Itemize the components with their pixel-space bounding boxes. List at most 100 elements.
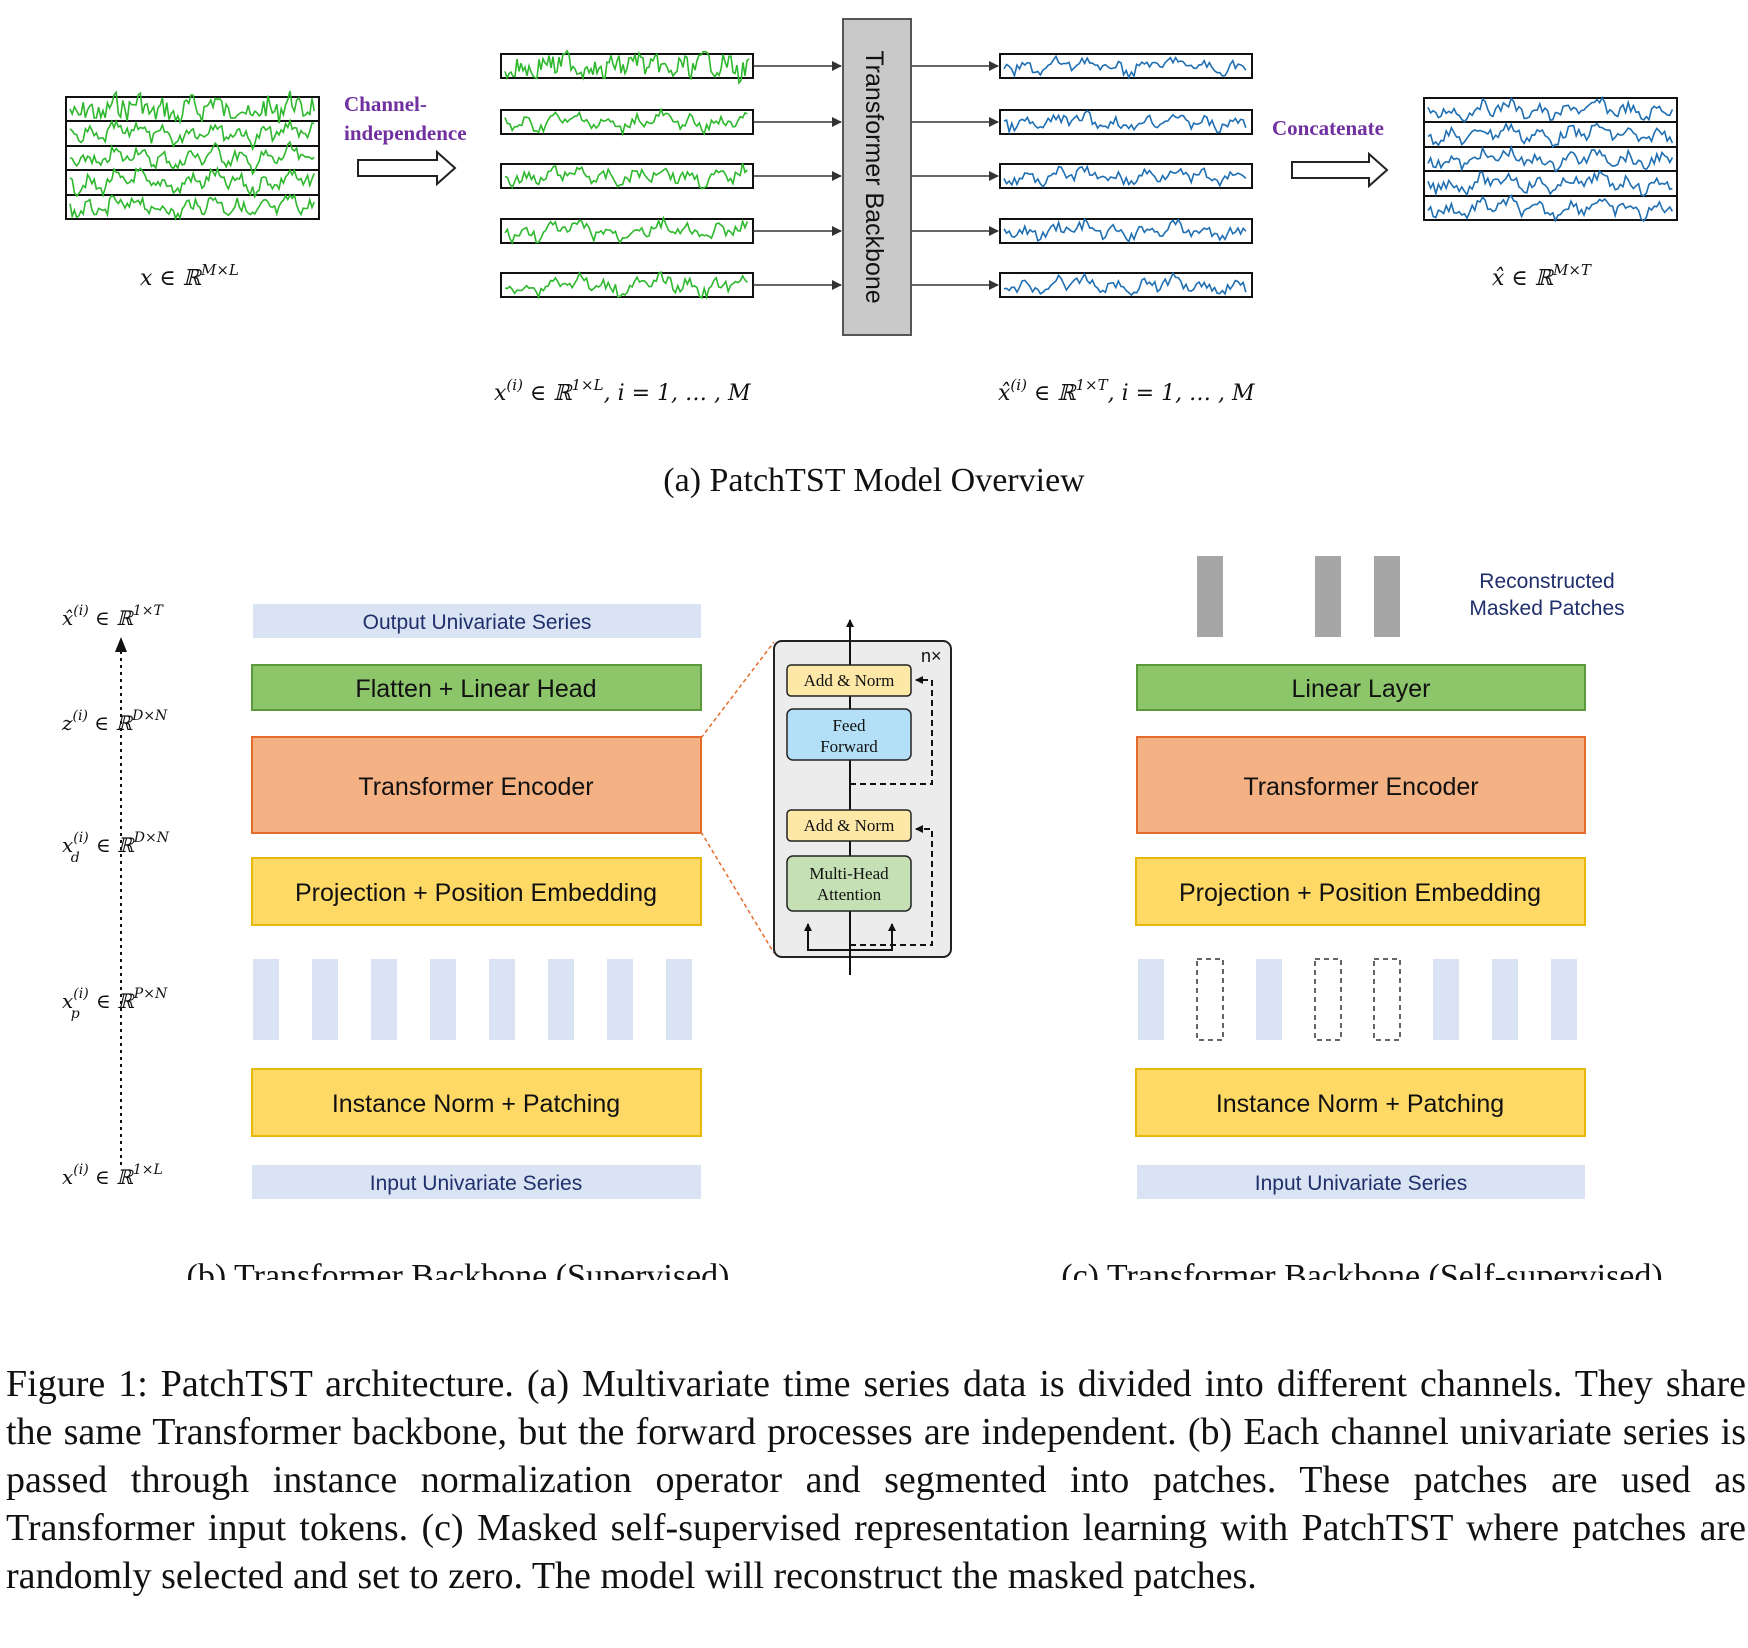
- output-univariate-series-bar: [253, 604, 701, 638]
- output-univariate-series-label: Output Univariate Series: [363, 611, 592, 634]
- output-channel-line: [1003, 217, 1247, 244]
- patch: [1433, 959, 1459, 1040]
- reconstructed-patches: [1197, 556, 1400, 637]
- residual-path-top: [850, 676, 933, 785]
- dimension-label: x̂(i) ∈ ℝ1×T: [62, 603, 164, 630]
- output-series-line: [1427, 194, 1674, 223]
- panel-c-subcaption: (c) Transformer Backbone (Self-supervise…: [1061, 1258, 1662, 1280]
- projection-embedding-block: [251, 857, 702, 926]
- output-series-line: [1427, 95, 1674, 123]
- patch: [430, 959, 456, 1040]
- c-input-univariate-series-bar: [1137, 1165, 1585, 1199]
- concatenate-arrow: [1291, 151, 1389, 189]
- output-channel-box: [999, 53, 1253, 79]
- input-series-line: [69, 90, 315, 125]
- reconstructed-patch: [1374, 556, 1400, 637]
- dimension-label: x(i)p ∈ ℝP×N: [62, 986, 168, 1022]
- input-univariate-series-label: Input Univariate Series: [370, 1172, 582, 1195]
- linear-layer-label: Linear Layer: [1292, 675, 1431, 703]
- transformer-encoder-block: [251, 736, 702, 834]
- c-transformer-encoder-block: [1136, 736, 1586, 834]
- output-channel-box: [999, 272, 1253, 298]
- feed-forward-box: [786, 708, 912, 761]
- output-multivariate-block: [1423, 95, 1678, 223]
- encoder-detail: n× Add & Norm Feed Forward Add & Norm Mu…: [700, 619, 952, 975]
- dimension-label: x(i)d ∈ ℝD×N: [62, 830, 170, 866]
- output-channel-series: [911, 53, 1253, 298]
- input-series-line: [69, 140, 315, 176]
- encoder-repeat-label: n×: [921, 646, 942, 666]
- masked-patch: [1373, 958, 1401, 1041]
- channel-independence-arrow: [357, 149, 457, 187]
- patch: [371, 959, 397, 1040]
- patch: [666, 959, 692, 1040]
- masked-patch: [1314, 958, 1342, 1041]
- input-series-line: [69, 165, 315, 199]
- patch: [548, 959, 574, 1040]
- add-norm-top-label: Add & Norm: [804, 671, 895, 690]
- panel-a-overview: x ∈ ℝM×L Channel- independence Transform…: [65, 18, 1678, 499]
- channel-independence-label-1: Channel-: [344, 92, 427, 116]
- patch: [253, 959, 279, 1040]
- c-projection-embedding-block: [1135, 857, 1586, 926]
- transformer-encoder-label: Transformer Encoder: [358, 773, 593, 801]
- patch: [1551, 959, 1577, 1040]
- masked-patch: [1196, 958, 1224, 1041]
- add-norm-bottom-label: Add & Norm: [804, 816, 895, 835]
- add-norm-bottom-box: [786, 809, 912, 842]
- dimension-labels: x̂(i) ∈ ℝ1×T z(i) ∈ ℝD×N x(i)d ∈ ℝD×N x(i)p…: [61, 603, 170, 1189]
- panel-b-supervised: x̂(i) ∈ ℝ1×T z(i) ∈ ℝD×N x(i)d ∈ ℝD×N x(i)p…: [61, 603, 729, 1280]
- figure-caption: Figure 1: PatchTST architecture. (a) Mul…: [6, 1363, 1746, 1597]
- dimension-label: x(i) ∈ ℝ1×L: [62, 1162, 163, 1189]
- feed-forward-label-2: Forward: [820, 737, 878, 756]
- output-series-waves: [1427, 95, 1674, 223]
- reconstructed-patch: [1315, 556, 1341, 637]
- output-shape-label: x̂ ∈ ℝM×T: [1492, 261, 1592, 291]
- zoom-line-bottom: [700, 831, 775, 954]
- input-channel-line: [504, 107, 748, 137]
- input-univariate-series-bar: [252, 1165, 701, 1199]
- dimension-label: z(i) ∈ ℝD×N: [61, 708, 168, 735]
- patch: [607, 959, 633, 1040]
- attention-label-2: Attention: [817, 885, 882, 904]
- patchtst-figure: x ∈ ℝM×L Channel- independence Transform…: [61, 18, 1678, 1280]
- input-shape-label: x ∈ ℝM×L: [140, 261, 239, 291]
- output-channel-line: [1003, 54, 1247, 80]
- input-channel-series: [500, 49, 842, 301]
- input-channel-line: [504, 270, 748, 301]
- output-channel-line: [1003, 164, 1247, 189]
- channel-input-shape-label: x(i) ∈ ℝ1×L, i = 1, … , M: [494, 376, 751, 406]
- projection-embedding-label: Projection + Position Embedding: [295, 879, 657, 907]
- input-series-line: [69, 118, 315, 152]
- input-channel-box: [500, 218, 754, 244]
- c-instance-norm-patching-label: Instance Norm + Patching: [1216, 1090, 1504, 1118]
- output-channel-line: [1003, 271, 1247, 297]
- patch: [1492, 959, 1518, 1040]
- reconstructed-patch: [1197, 556, 1223, 637]
- output-series-line: [1427, 169, 1673, 197]
- feed-forward-label-1: Feed: [832, 716, 866, 735]
- patch: [1256, 959, 1282, 1040]
- attention-input-left: [804, 923, 850, 951]
- input-series-line: [69, 193, 315, 221]
- channel-independence-label-2: independence: [344, 121, 467, 145]
- input-patches: [253, 959, 692, 1040]
- zoom-line-top: [700, 641, 775, 739]
- patch: [312, 959, 338, 1040]
- c-transformer-encoder-label: Transformer Encoder: [1243, 773, 1478, 801]
- c-instance-norm-patching-block: [1135, 1068, 1586, 1137]
- c-input-univariate-series-label: Input Univariate Series: [1255, 1172, 1467, 1195]
- input-series-waves: [69, 90, 315, 221]
- output-series-line: [1427, 144, 1674, 173]
- flatten-linear-head-label: Flatten + Linear Head: [355, 675, 596, 703]
- instance-norm-patching-block: [251, 1068, 702, 1137]
- instance-norm-patching-label: Instance Norm + Patching: [332, 1090, 620, 1118]
- panel-c-self-supervised: Reconstructed Masked Patches Linear Laye…: [1061, 556, 1663, 1280]
- transformer-backbone-box: [842, 18, 912, 336]
- input-channel-line: [504, 162, 748, 190]
- output-channel-line: [1003, 109, 1247, 136]
- concatenate-label: Concatenate: [1272, 116, 1384, 140]
- output-channel-box: [999, 109, 1253, 135]
- patch: [1138, 959, 1164, 1040]
- reconstructed-label-1: Reconstructed: [1479, 570, 1614, 593]
